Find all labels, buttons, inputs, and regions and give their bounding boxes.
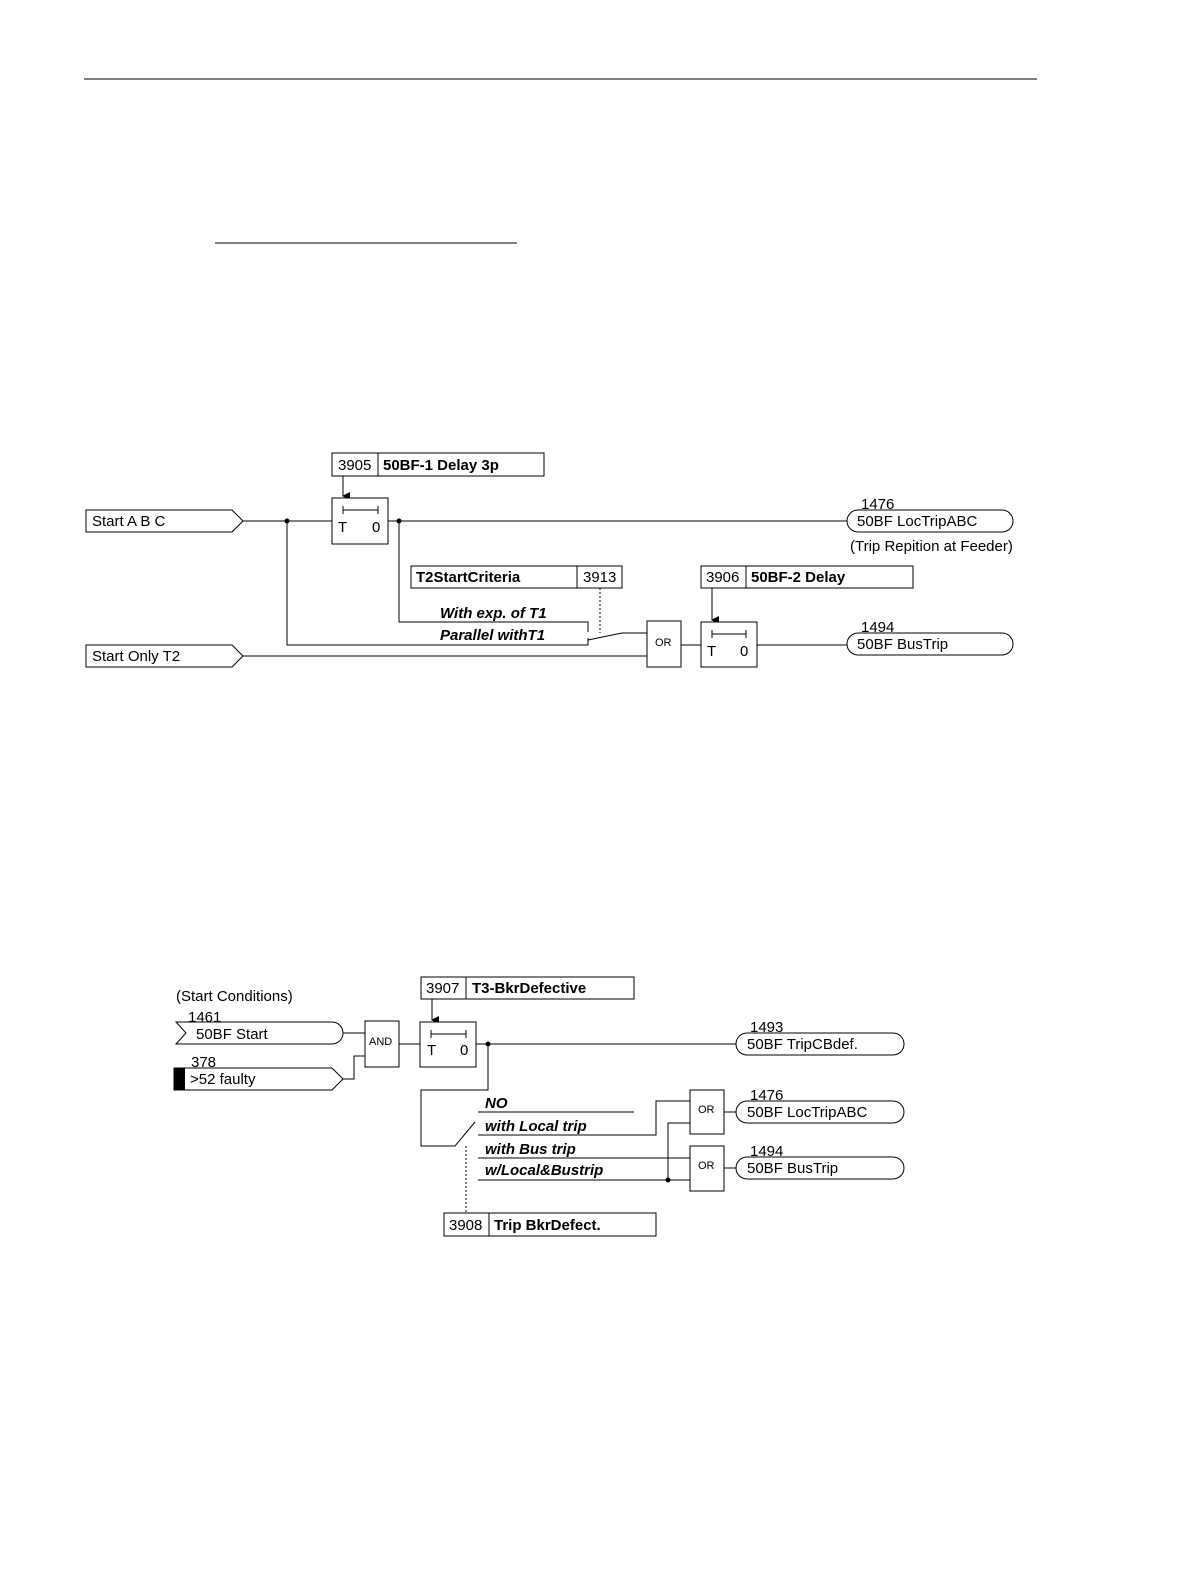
output-1476-number: 1476 (861, 496, 894, 513)
output-1494-label: 50BF BusTrip (857, 636, 948, 653)
param-3908-box: 3908 Trip BkrDefect. (443, 1212, 657, 1237)
output-1493: 50BF TripCBdef. (735, 1032, 905, 1056)
param-3906-box: 3906 50BF-2 Delay (700, 565, 914, 589)
param-3907-label: T3-BkrDefective (472, 980, 586, 997)
output-1476-label: 50BF LocTripABC (857, 513, 977, 530)
option-both: w/Local&Bustrip (485, 1162, 603, 1179)
output-1494: 50BF BusTrip (846, 632, 1014, 656)
or-gate-1-label: OR (655, 637, 672, 649)
timer-t3-T: T (427, 1042, 436, 1059)
option-no: NO (485, 1095, 508, 1112)
timer-t1: T 0 (331, 497, 389, 545)
input-378-number: 378 (191, 1054, 216, 1071)
wire-both-to-or-local (667, 1122, 690, 1180)
param-3913-number: 3913 (583, 569, 616, 586)
and-gate: AND (364, 1020, 400, 1068)
or-gate-local-label: OR (698, 1104, 715, 1116)
output-1494-number: 1494 (861, 619, 894, 636)
option-parallel: Parallel withT1 (440, 627, 545, 644)
output-1493-label: 50BF TripCBdef. (747, 1036, 858, 1053)
wire-option-local (478, 1100, 690, 1136)
param-3906-label: 50BF-2 Delay (751, 569, 846, 586)
timer-t3: T 0 (419, 1021, 477, 1068)
output2-1476-label: 50BF LocTripABC (747, 1104, 867, 1121)
wire-with-exp (398, 521, 589, 632)
junction-dot (665, 1177, 671, 1183)
input-start-only-t2-label: Start Only T2 (92, 648, 180, 665)
timer-t2: T 0 (700, 621, 758, 668)
param-3905-label: 50BF-1 Delay 3p (383, 457, 499, 474)
input-start-abc: Start A B C (85, 509, 244, 533)
or-gate-local: OR (689, 1089, 725, 1135)
output-1476: 50BF LocTripABC (846, 509, 1014, 533)
or-gate-bus: OR (689, 1145, 725, 1192)
param-3905-number: 3905 (338, 457, 371, 474)
input-1461-label: 50BF Start (196, 1026, 269, 1043)
param-3907-box: 3907 T3-BkrDefective (420, 976, 635, 1000)
param-3906-number: 3906 (706, 569, 739, 586)
wire-switch-feed (420, 1044, 489, 1147)
param-3913-label: T2StartCriteria (416, 569, 521, 586)
timer-t2-T: T (707, 643, 716, 660)
input-378: >52 faulty (173, 1067, 344, 1091)
diagram-breaker-defective: (Start Conditions) 1461 50BF Start 378 >… (173, 976, 905, 1237)
timer-t2-0: 0 (740, 643, 748, 660)
option-with-exp: With exp. of T1 (440, 605, 547, 622)
start-conditions-label: (Start Conditions) (176, 988, 293, 1005)
output-1493-number: 1493 (750, 1019, 783, 1036)
timer-t1-T: T (338, 519, 347, 536)
switch-t2criteria (587, 632, 647, 641)
option-bus: with Bus trip (485, 1141, 576, 1158)
output2-1494-number: 1494 (750, 1143, 783, 1160)
output2-1494-label: 50BF BusTrip (747, 1160, 838, 1177)
output2-1494: 50BF BusTrip (735, 1156, 905, 1180)
diagram-breaker-failure-stages: 3905 50BF-1 Delay 3p Start A B C T 0 147… (85, 452, 1014, 668)
output-1476-note: (Trip Repition at Feeder) (850, 538, 1013, 555)
output2-1476: 50BF LocTripABC (735, 1100, 905, 1124)
param-3908-label: Trip BkrDefect. (494, 1217, 601, 1234)
param-3905-box: 3905 50BF-1 Delay 3p (331, 452, 545, 477)
input-1461: 50BF Start (174, 1021, 344, 1045)
input-start-abc-label: Start A B C (92, 513, 166, 530)
param-3913-box: T2StartCriteria 3913 (410, 565, 623, 589)
or-gate-bus-label: OR (698, 1160, 715, 1172)
option-local: with Local trip (485, 1118, 587, 1135)
or-gate-1: OR (646, 620, 682, 668)
input-378-label: >52 faulty (190, 1071, 256, 1088)
param-3907-number: 3907 (426, 980, 459, 997)
timer-t3-0: 0 (460, 1042, 468, 1059)
wire-faulty-to-and (343, 1055, 365, 1080)
timer-t1-0: 0 (372, 519, 380, 536)
output2-1476-number: 1476 (750, 1087, 783, 1104)
wire-parallel (286, 521, 589, 646)
param-3908-number: 3908 (449, 1217, 482, 1234)
and-gate-label: AND (369, 1036, 392, 1048)
input-start-only-t2: Start Only T2 (85, 644, 244, 668)
